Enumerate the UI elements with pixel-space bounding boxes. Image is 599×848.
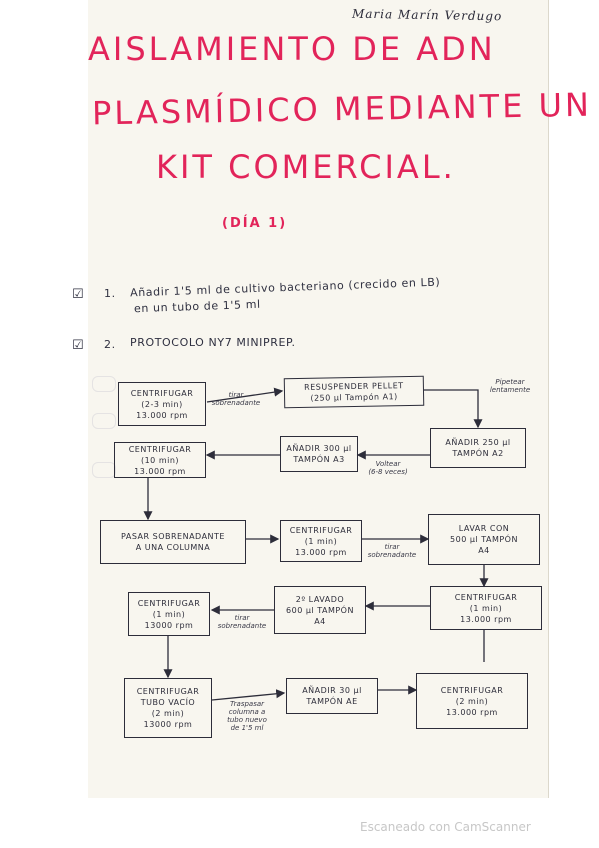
title-line-3: KIT COMERCIAL. [156, 148, 456, 186]
step-1-checkbox-icon: ☑ [72, 287, 84, 302]
note-tirar-sobrenadante-2: tirar sobrenadante [367, 543, 417, 559]
flow-box-centrifugar-6: CENTRIFUGAR (2 min) 13.000 rpm [416, 673, 528, 729]
arrow [424, 389, 483, 429]
title-line-1: AISLAMIENTO DE ADN [88, 30, 496, 68]
flow-box-pasar-sobrenadante: PASAR SOBRENADANTE A UNA COLUMNA [100, 520, 246, 564]
scanner-watermark: Escaneado con CamScanner [360, 820, 531, 834]
note-tirar-sobrenadante-3: tirar sobrenadante [217, 614, 267, 630]
notebook-page [88, 0, 549, 798]
flow-box-centrifugar-5: CENTRIFUGAR (1 min) 13000 rpm [128, 592, 210, 636]
flow-box-segundo-lavado: 2º LAVADO 600 µl TAMPÓN A4 [274, 586, 366, 634]
flow-box-centrifugar-tubo-vacio: CENTRIFUGAR TUBO VACÍO (2 min) 13000 rpm [124, 678, 212, 738]
arrow [206, 387, 284, 403]
arrow [211, 689, 286, 701]
step-2-checkbox-icon: ☑ [72, 338, 84, 353]
show-through-mark [92, 376, 116, 392]
day-subtitle: (DÍA 1) [222, 216, 288, 231]
step-1-number: 1. [104, 287, 116, 300]
flow-box-lavar: LAVAR CON 500 µl TAMPÓN A4 [428, 514, 540, 565]
step-2-number: 2. [104, 338, 116, 351]
flow-box-centrifugar-1: CENTRIFUGAR (2-3 min) 13.000 rpm [118, 382, 206, 426]
note-voltear: Voltear (6-8 veces) [368, 460, 408, 476]
step-2-text: PROTOCOLO NY7 MINIPREP. [130, 336, 296, 349]
flow-box-centrifugar-2: CENTRIFUGAR (10 min) 13.000 rpm [114, 442, 206, 478]
flow-box-anadir-ae: AÑADIR 30 µl TAMPÓN AE [286, 678, 378, 714]
note-tirar-sobrenadante-1: tirar sobrenadante [211, 391, 261, 407]
show-through-mark [92, 462, 116, 478]
flow-box-centrifugar-3: CENTRIFUGAR (1 min) 13.000 rpm [280, 520, 362, 562]
flow-box-resuspender: RESUSPENDER PELLET (250 µl Tampón A1) [283, 375, 425, 409]
show-through-mark [92, 413, 116, 429]
flow-box-anadir-a2: AÑADIR 250 µl TAMPÓN A2 [430, 428, 526, 468]
note-traspasar: Traspasar columna a tubo nuevo de 1'5 ml [227, 700, 267, 732]
note-pipetear: Pipetear lentamente [489, 378, 531, 394]
flow-box-anadir-a3: AÑADIR 300 µl TAMPÓN A3 [280, 436, 358, 472]
flow-box-centrifugar-4: CENTRIFUGAR (1 min) 13.000 rpm [430, 586, 542, 630]
